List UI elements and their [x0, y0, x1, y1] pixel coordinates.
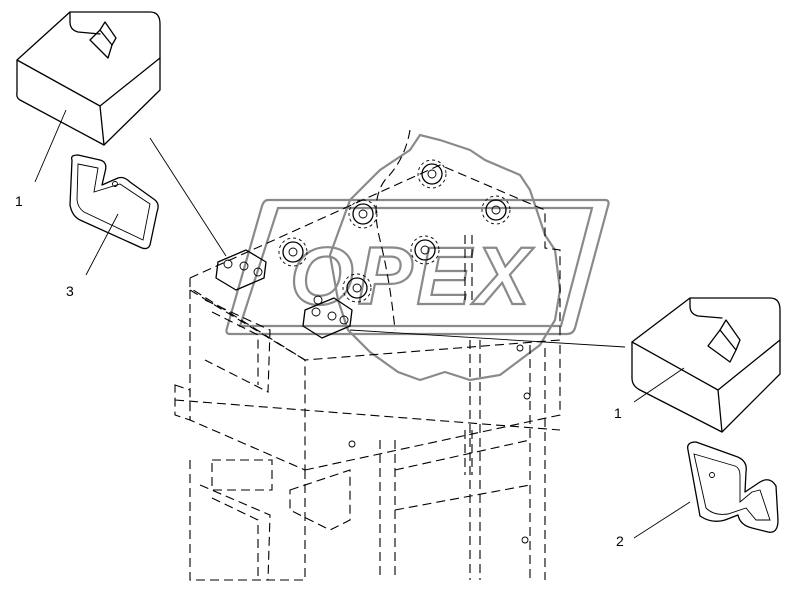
cell-caps [278, 159, 511, 303]
leader-callout-2 [633, 501, 691, 539]
leader-cover-left-to-terminal [149, 137, 227, 257]
watermark-text: OPEX [290, 231, 534, 322]
watermark-frame-inner [238, 206, 594, 328]
battery-clip-left [69, 154, 159, 250]
watermark-frame-outer [225, 198, 610, 336]
cell-cap [348, 199, 378, 229]
battery-assembly [174, 129, 561, 581]
battery-terminal-cover-right [631, 297, 781, 433]
cell-cap [342, 273, 372, 303]
leader-lines [34, 109, 691, 539]
callout-cover-left: 1 [15, 193, 23, 209]
callout-labels: 1 3 1 2 [15, 193, 624, 549]
leader-callout-1-right [633, 367, 685, 403]
cell-cap [278, 237, 308, 267]
leader-callout-1-left [34, 109, 67, 183]
callout-clip-left: 3 [66, 283, 74, 299]
battery-terminal-cover-left [16, 11, 161, 146]
battery-clip-right [687, 441, 779, 533]
leader-cover-right-to-terminal [349, 329, 626, 348]
cell-cap [410, 235, 440, 265]
battery-terminal-right [302, 295, 353, 339]
callout-cover-right: 1 [614, 405, 622, 421]
leader-callout-3 [85, 213, 119, 276]
battery-terminal-left [215, 249, 267, 291]
opex-watermark: OPEX [225, 133, 610, 382]
cell-cap [417, 159, 447, 189]
cell-cap [481, 195, 511, 225]
callout-clip-right: 2 [616, 533, 624, 549]
